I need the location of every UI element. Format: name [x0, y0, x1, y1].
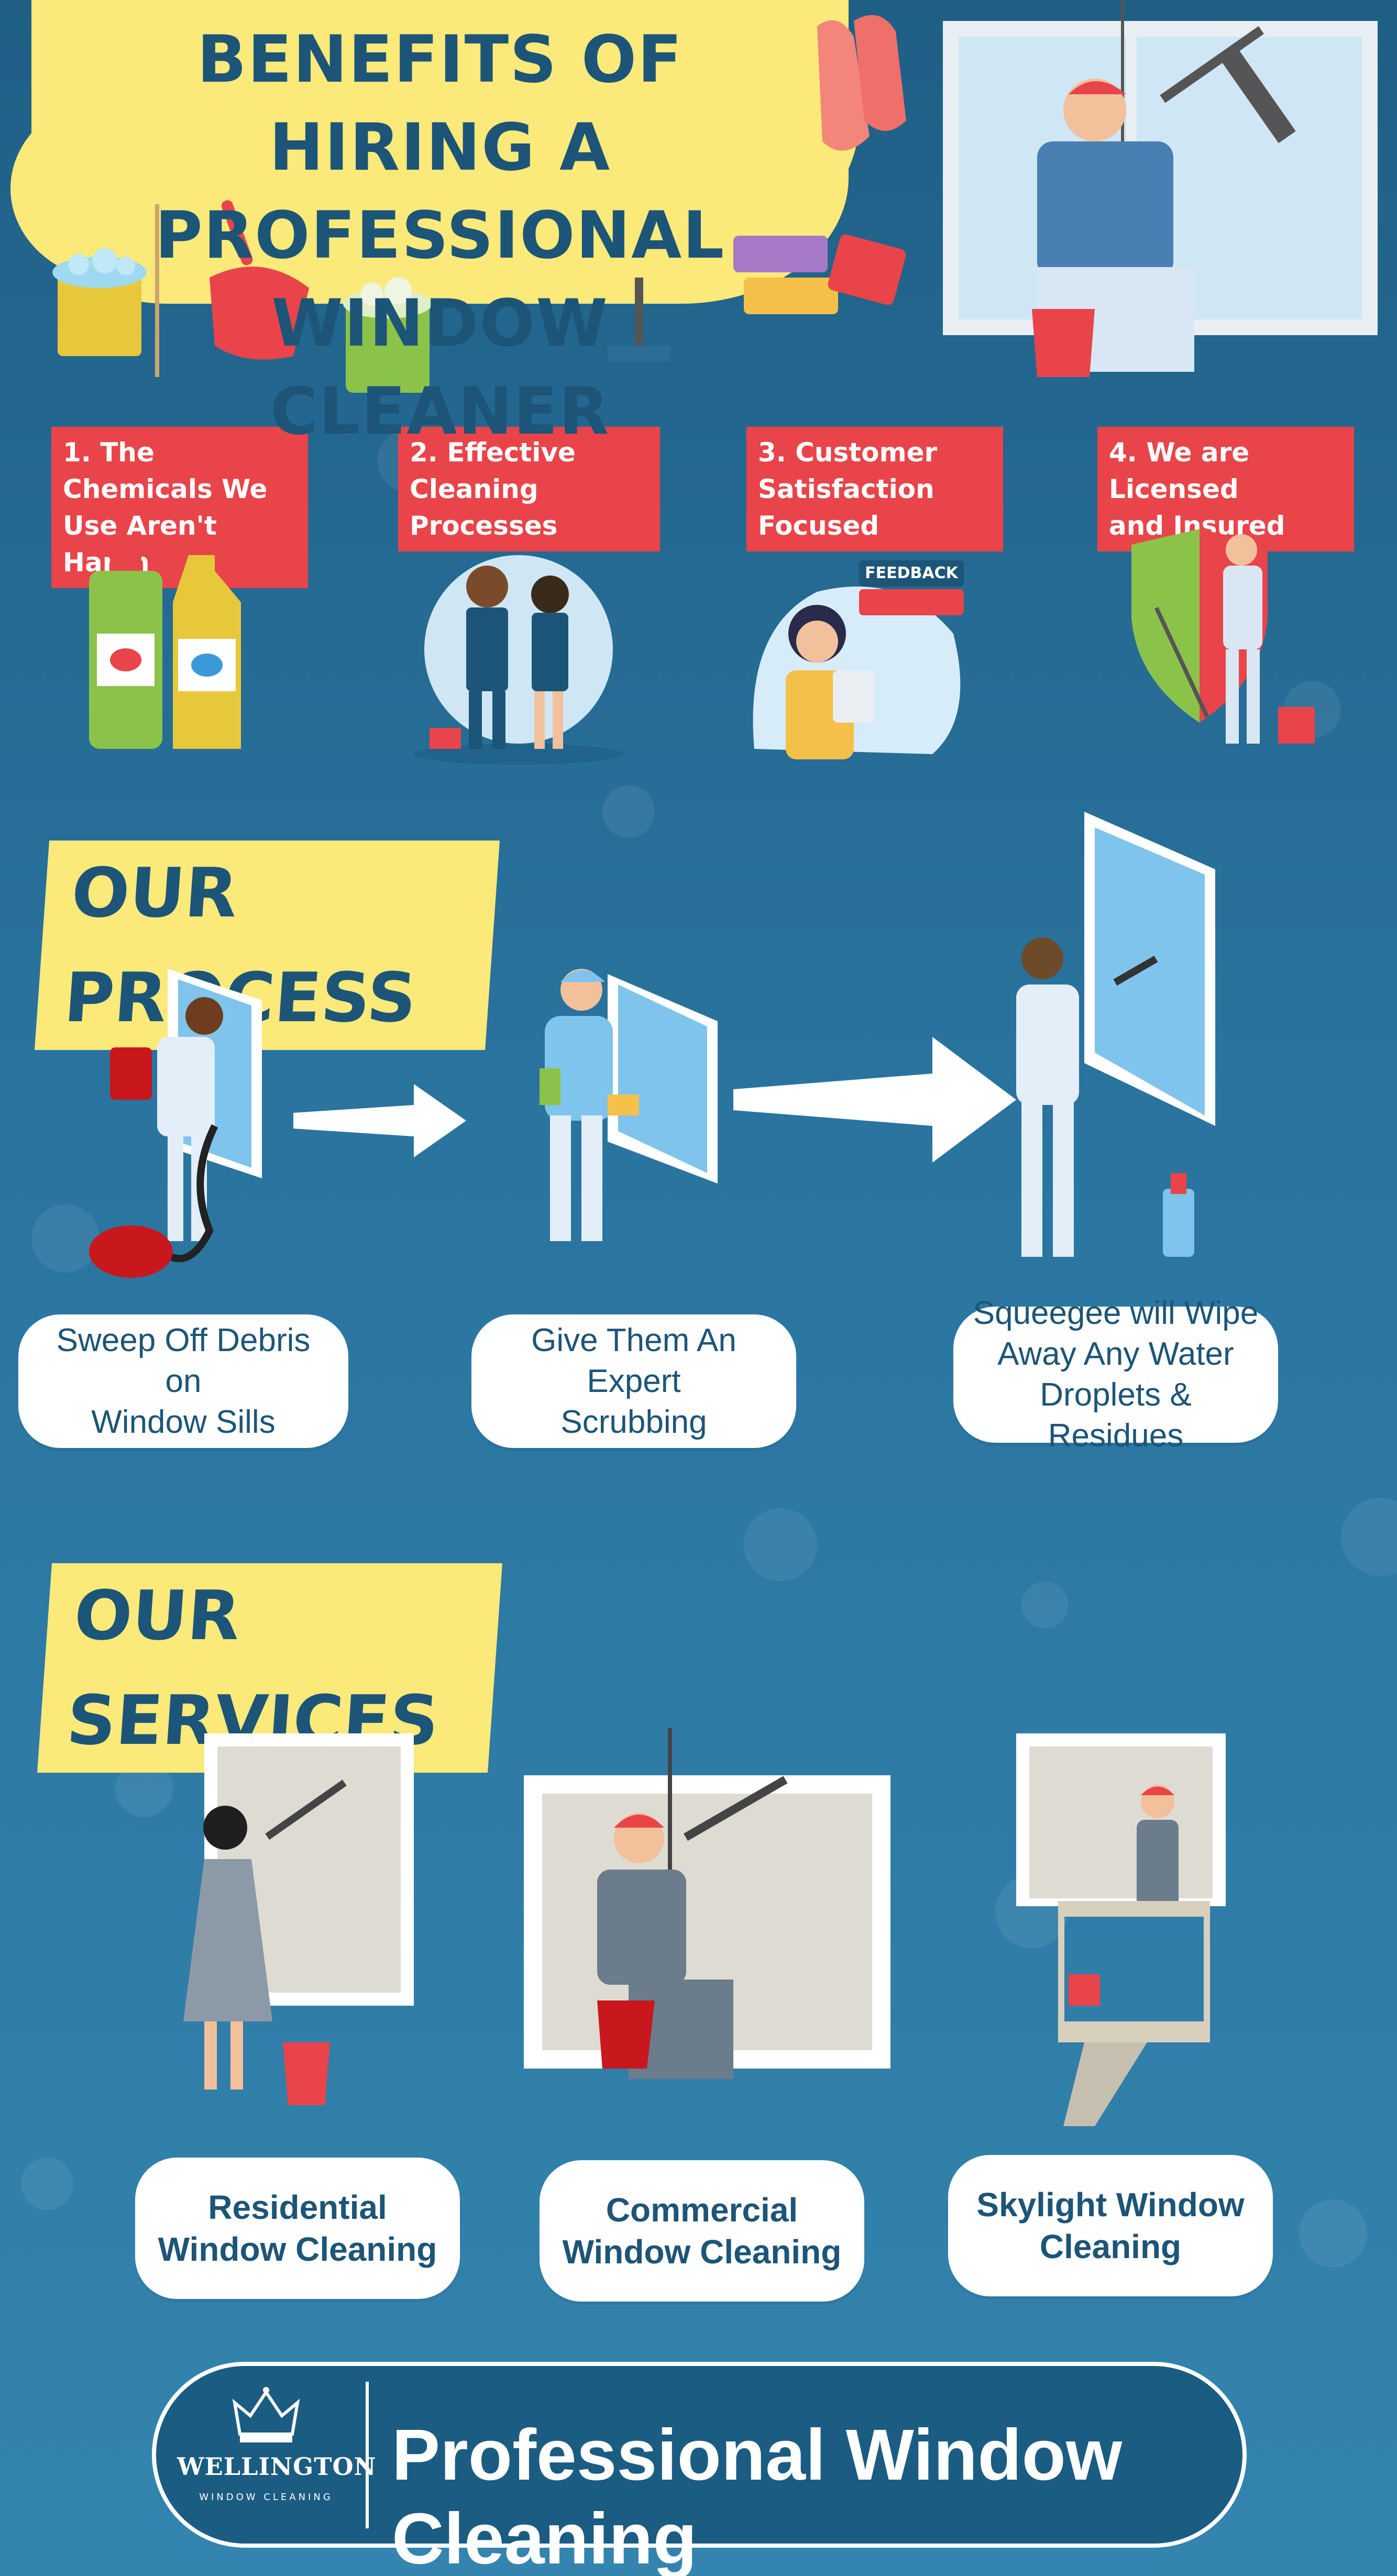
residential-cleaner-illustration — [183, 1733, 414, 2105]
service-commercial[interactable]: Commercial Window Cleaning — [540, 2160, 864, 2302]
service-skylight[interactable]: Skylight Window Cleaning — [948, 2155, 1273, 2296]
cleaners-team-illustration — [414, 555, 623, 765]
gloves-icon — [817, 15, 906, 151]
benefit-label-line: 2. Effective Cleaning — [410, 437, 576, 504]
benefit-label-3: 3. Customer Satisfaction Focused — [746, 427, 1003, 551]
crown-icon — [232, 2387, 300, 2442]
benefit-label-2: 2. Effective Cleaning Processes — [398, 427, 660, 551]
bubble-decoration — [1021, 1582, 1069, 1629]
service-line: Skylight Window — [976, 2186, 1245, 2224]
dustpan-icon — [210, 200, 309, 360]
title-cloud — [10, 0, 859, 304]
sweeping-cleaner-illustration — [89, 969, 262, 1278]
mop-icon — [608, 278, 670, 361]
footer-divider — [366, 2382, 369, 2528]
process-step-1: Sweep Off Debris on Window Sills — [18, 1314, 348, 1448]
process-step-line: Squeegee will Wipe — [973, 1295, 1259, 1331]
service-line: Window Cleaning — [562, 2233, 842, 2271]
bubble-decoration — [31, 1204, 100, 1273]
process-step-line: Give Them An Expert — [531, 1322, 736, 1399]
benefit-label-line: Satisfaction Focused — [758, 474, 934, 541]
benefit-label-line: 3. Customer — [758, 437, 938, 468]
page-title: BENEFITS OF HIRING A PROFESSIONAL WINDOW… — [73, 16, 807, 456]
process-step-line: Droplets & Residues — [1040, 1377, 1192, 1454]
benefit-label-line: Use Aren't Harsh — [63, 511, 217, 578]
process-step-line: Window Sills — [91, 1403, 276, 1440]
arrow-icon — [733, 1037, 1016, 1163]
window-cleaner-illustration — [943, 0, 1378, 377]
service-line: Commercial — [606, 2191, 798, 2229]
commercial-cleaner-illustration — [524, 1728, 890, 2079]
sponge-icon — [733, 234, 906, 314]
squeegee-cleaner-illustration — [1016, 812, 1215, 1257]
service-residential[interactable]: Residential Window Cleaning — [135, 2158, 460, 2299]
brand-subtitle: WINDOW CLEANING — [199, 2492, 333, 2503]
service-line: Cleaning — [1039, 2228, 1182, 2265]
customer-feedback-illustration — [753, 560, 964, 759]
process-step-line: Away Any Water — [997, 1336, 1234, 1372]
bottle-icon — [89, 545, 241, 749]
bubble-decoration — [744, 1508, 817, 1582]
skylight-cleaner-illustration — [1016, 1733, 1226, 2126]
bubble-decoration — [1341, 1498, 1397, 1576]
bubble-decoration — [21, 2158, 73, 2210]
title-line-1: BENEFITS OF HIRING A — [197, 22, 683, 185]
service-line: Residential — [208, 2188, 387, 2226]
process-step-3: Squeegee will Wipe Away Any Water Drople… — [953, 1295, 1278, 1454]
process-step-line: Scrubbing — [560, 1403, 707, 1440]
benefit-label-line: Processes — [410, 511, 558, 541]
process-step-2: Give Them An Expert Scrubbing — [471, 1314, 796, 1448]
benefit-label-1: 1. The Chemicals We Use Aren't Harsh — [51, 427, 308, 588]
bubble-decoration — [1299, 2199, 1367, 2268]
shield-icon — [1131, 529, 1315, 744]
benefit-label-4: 4. We are Licensed and Insured — [1097, 427, 1354, 551]
service-line: Window Cleaning — [158, 2230, 437, 2268]
bubble-decoration — [602, 786, 655, 838]
brand-name: WELLINGTON — [177, 2452, 377, 2481]
title-line-3: CLEANER — [270, 374, 610, 449]
feedback-label: FEEDBACK — [865, 564, 958, 582]
benefit-label-line: 4. We are Licensed — [1109, 437, 1250, 504]
footer-banner: WELLINGTON WINDOW CLEANING Professional … — [152, 2362, 1247, 2576]
process-step-line: Sweep Off Debris on — [56, 1322, 311, 1399]
title-line-2: PROFESSIONAL WINDOW — [155, 198, 725, 361]
footer-tagline: Professional Window Cleaning — [392, 2415, 1123, 2576]
arrow-icon — [293, 1084, 466, 1157]
scrubbing-cleaner-illustration — [540, 969, 718, 1241]
bucket-icon — [52, 204, 159, 377]
benefit-label-line: 1. The Chemicals We — [63, 437, 268, 504]
bucket-icon — [343, 277, 432, 393]
